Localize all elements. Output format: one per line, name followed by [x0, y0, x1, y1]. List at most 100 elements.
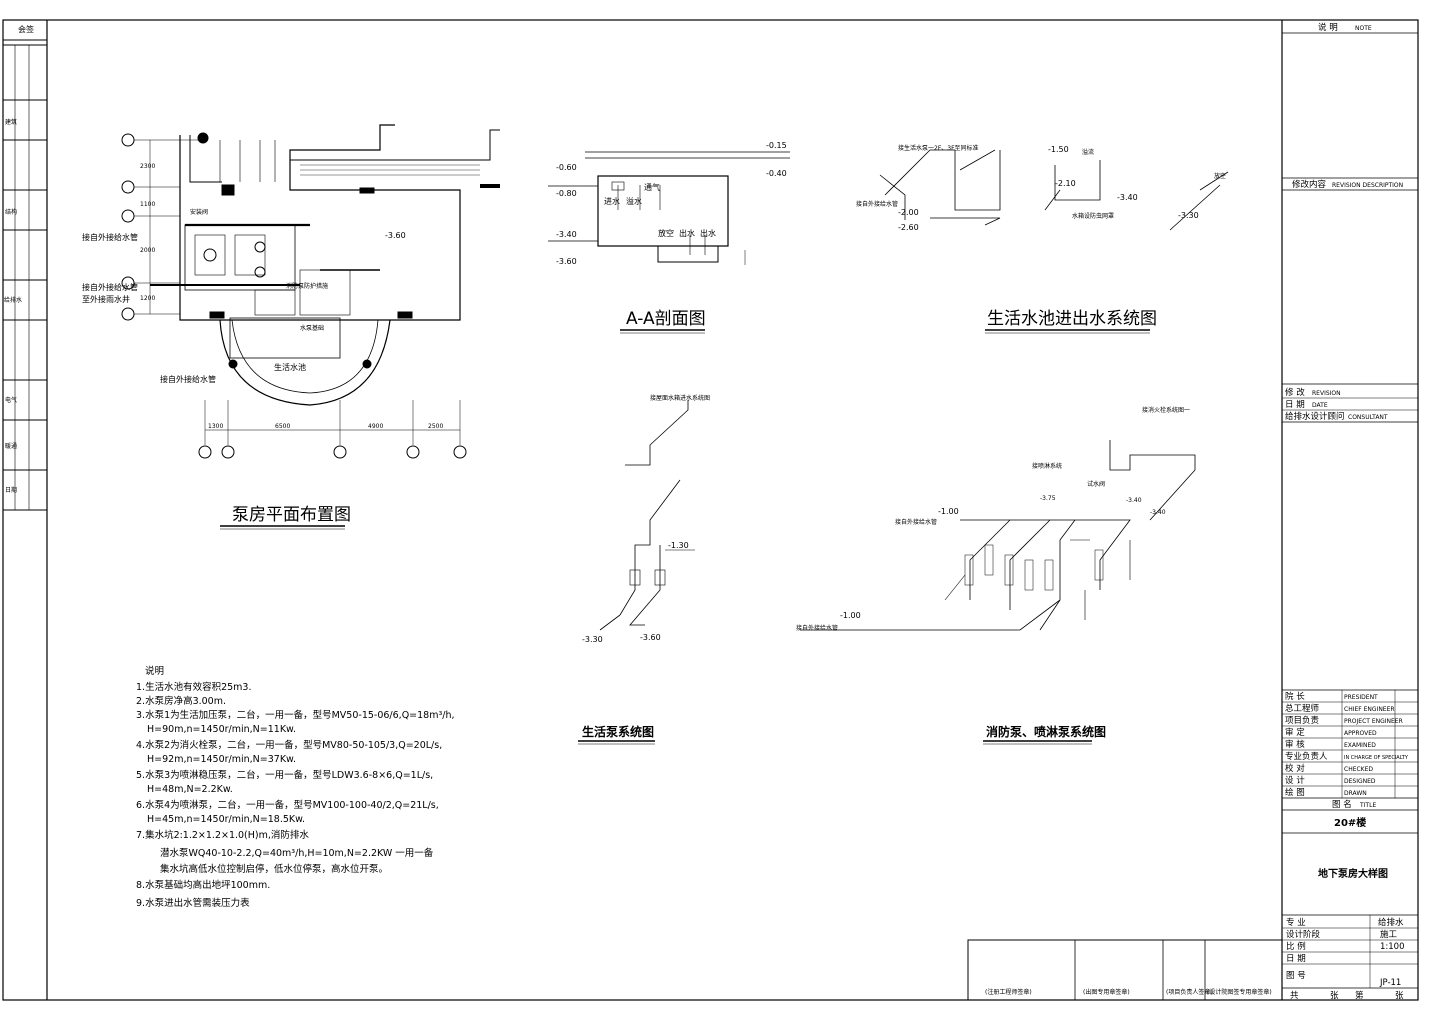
tb-meta-label-1: 专 业 — [1286, 917, 1306, 928]
section-overflow: 溢水 — [626, 196, 642, 206]
strip-row-5: 暖通 — [5, 442, 17, 450]
strip-header: 会签 — [18, 24, 34, 34]
tb-sign-1: 院 长 — [1285, 691, 1305, 702]
fire-inlet-2: 接自外接给水管 — [796, 624, 838, 632]
plan-pump-base: 水泵基础 — [300, 324, 324, 332]
note-line-10: H=45m,n=1450r/min,N=18.5Kw. — [147, 814, 305, 825]
plan-dim-1: 1300 — [208, 423, 223, 430]
tb-drawing-name-label: 图 名 — [1332, 799, 1352, 810]
pool-level-5: -2.60 — [898, 223, 919, 232]
fire-pump-system — [800, 440, 1196, 631]
tb-footer-4: 张 — [1395, 991, 1404, 1001]
pool-label-5: 放空 — [1214, 172, 1226, 180]
tb-drawing-title: 地下泵房大样图 — [1318, 867, 1388, 880]
pool-level-2: -2.10 — [1055, 179, 1076, 188]
note-line-11: 7.集水坑2:1.2×1.2×1.0(H)m,消防排水 — [136, 829, 309, 841]
tb-meta-value-3: 1:100 — [1380, 942, 1405, 952]
plan-inlet-2: 接自外接给水管 — [82, 282, 138, 292]
tb-sign-3-en: PROJECT ENGINEER — [1344, 718, 1403, 725]
title-block-texts: 说 明 NOTE 修改内容 REVISION DESCRIPTION 修 改 R… — [1285, 22, 1409, 1001]
fire-header: 接消火栓系统图一 — [1142, 406, 1190, 414]
domestic-header: 接屋面水箱进水系统图 — [650, 394, 710, 402]
stamp-1: (注册工程师签章) — [985, 988, 1032, 996]
tb-footer-3: 第 — [1355, 990, 1364, 1001]
fire-system-title: 消防泵、喷淋泵系统图 — [986, 724, 1106, 739]
tb-rev-row-3: 给排水设计顾问 — [1285, 411, 1345, 422]
plan-pool: 生活水池 — [274, 362, 306, 372]
tb-meta-label-5: 图 号 — [1286, 971, 1306, 981]
stamp-2: (出图专用章签章) — [1083, 988, 1130, 996]
tb-sign-1-en: PRESIDENT — [1344, 694, 1378, 701]
tb-rev-row-3-en: CONSULTANT — [1348, 414, 1388, 421]
tb-sign-3: 项目负责 — [1285, 715, 1320, 726]
plan-dim-v3: 2000 — [140, 247, 155, 254]
tb-meta-value-5: JP-11 — [1379, 978, 1401, 988]
note-line-5: 4.水泵2为消火栓泵，二台，一用一备，型号MV80-50-105/3,Q=20L… — [136, 739, 442, 751]
tb-sign-8: 设 计 — [1285, 775, 1305, 786]
note-line-12: 潜水泵WQ40-10-2.2,Q=40m³/h,H=10m,N=2.2KW 一用… — [160, 847, 434, 859]
plan-texts: 接自外接给水管 接自外接给水管 至外接雨水井 接自外接给水管 生活水池 消防泵防… — [82, 208, 443, 530]
section-level-5: -3.40 — [556, 230, 577, 239]
fire-level-5: -3.40 — [1150, 509, 1166, 516]
section-level-6: -3.60 — [556, 257, 577, 266]
plan-dim-v4: 1200 — [140, 295, 155, 302]
tb-drawing-name-en: TITLE — [1359, 802, 1376, 809]
pool-label-2: 接自外接给水管 — [856, 200, 898, 208]
strip-row-3: 给排水 — [4, 296, 22, 304]
section-title: A-A剖面图 — [626, 309, 706, 329]
fire-texts: 接消火栓系统图一 接喷淋系统 接自外接给水管 接自外接给水管 -1.00 -1.… — [796, 406, 1190, 745]
pool-label-3: 水箱设防虫网罩 — [1072, 212, 1114, 220]
plan-fire-note: 消防泵防护措施 — [286, 282, 328, 290]
tb-rev-row-1: 修 改 — [1285, 387, 1305, 398]
domestic-level-2: -3.60 — [640, 633, 661, 642]
tb-revision-header: 修改内容 — [1292, 179, 1327, 190]
plan-valve: 安装阀 — [190, 208, 208, 216]
note-line-13: 集水坑高低水位控制启停，低水位停泵，高水位开泵。 — [160, 863, 388, 875]
tb-building: 20#楼 — [1334, 816, 1366, 829]
tb-meta-value-1: 给排水 — [1378, 917, 1404, 928]
tb-revision-header-en: REVISION DESCRIPTION — [1332, 182, 1403, 189]
tb-sign-7-en: CHECKED — [1344, 766, 1373, 773]
note-line-7: 5.水泵3为喷淋稳压泵，二台，一用一备，型号LDW3.6-8×6,Q=1L/s, — [136, 769, 433, 781]
tb-sign-2: 总工程师 — [1285, 703, 1320, 714]
plan-outlet: 至外接雨水井 — [82, 294, 130, 304]
note-line-3: 3.水泵1为生活加压泵，二台，一用一备，型号MV50-15-06/6,Q=18m… — [136, 709, 455, 721]
tb-sign-8-en: DESIGNED — [1344, 778, 1376, 785]
tb-sign-2-en: CHIEF ENGINEER — [1344, 706, 1395, 713]
strip-row-6: 日期 — [5, 486, 17, 494]
fire-level-3: -3.75 — [1040, 495, 1056, 502]
domestic-pump-system — [599, 400, 695, 631]
section-outlet-1: 出水 — [679, 228, 695, 238]
tb-note-header: 说 明 — [1318, 22, 1338, 33]
plan-dim-4: 2500 — [428, 423, 443, 430]
plan-dim-v1: 2300 — [140, 163, 155, 170]
left-signature-strip: 会签 建筑 结构 给排水 电气 暖通 日期 — [3, 24, 47, 511]
pool-level-4: -2.00 — [898, 208, 919, 217]
tb-footer-2: 张 — [1330, 991, 1339, 1001]
domestic-level-3: -3.30 — [582, 635, 603, 644]
pump-room-plan: 2300 1100 2000 1200 — [121, 124, 500, 459]
stamp-4: (设计院图签专用章签章) — [1207, 988, 1272, 996]
tb-meta-value-2: 施工 — [1380, 929, 1398, 940]
tb-sign-5-en: EXAMINED — [1344, 742, 1376, 749]
note-line-15: 9.水泵进出水管需装压力表 — [136, 897, 250, 909]
plan-level: -3.60 — [385, 231, 406, 240]
tb-meta-label-4: 日 期 — [1286, 954, 1306, 964]
strip-row-4: 电气 — [5, 396, 17, 404]
title-block — [1282, 32, 1418, 989]
tb-note-header-en: NOTE — [1355, 25, 1372, 32]
tb-meta-label-3: 比 例 — [1286, 941, 1306, 952]
domestic-level-1: -1.30 — [668, 541, 689, 550]
section-vent: 通气 — [644, 182, 660, 192]
fire-inlet-1: 接自外接给水管 — [895, 518, 937, 526]
strip-row-1: 建筑 — [5, 118, 17, 126]
tb-sign-7: 校 对 — [1285, 763, 1305, 774]
pool-system-texts: -1.50 -2.10 -3.40 -2.00 -2.60 -3.30 接生活水… — [856, 144, 1226, 334]
tb-sign-9-en: DRAWN — [1344, 790, 1367, 797]
section-level-3: -0.60 — [556, 163, 577, 172]
section-aa — [548, 151, 790, 265]
tb-sign-5: 审 核 — [1285, 739, 1305, 750]
note-line-1: 1.生活水池有效容积25m3. — [136, 681, 251, 693]
section-inlet: 进水 — [604, 196, 620, 206]
fire-level-4: -3.40 — [1126, 497, 1142, 504]
